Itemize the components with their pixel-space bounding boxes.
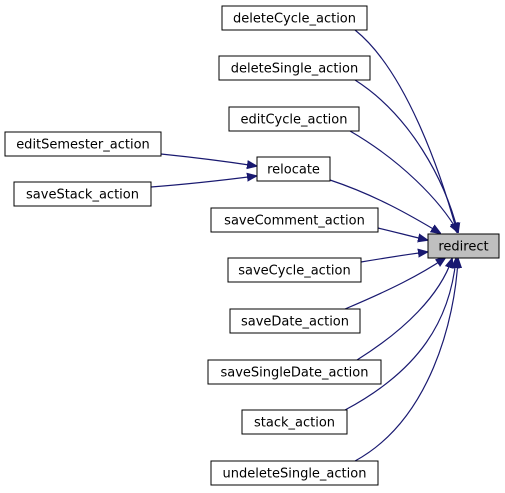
node-box[interactable]: [218, 55, 371, 81]
node-box[interactable]: [221, 5, 368, 31]
node-saveComment_action[interactable]: saveComment_action: [210, 207, 379, 233]
node-undeleteSingle_action[interactable]: undeleteSingle_action: [210, 460, 379, 486]
node-stack_action[interactable]: stack_action: [241, 409, 348, 435]
node-box[interactable]: [207, 359, 382, 385]
node-label: deleteCycle_action: [233, 12, 356, 27]
node-box[interactable]: [4, 131, 162, 157]
node-relocate[interactable]: relocate: [256, 156, 331, 182]
node-editCycle_action[interactable]: editCycle_action: [228, 106, 360, 132]
node-box[interactable]: [241, 409, 348, 435]
edge-saveDate_action-to-redirect: [344, 258, 445, 310]
node-saveDate_action[interactable]: saveDate_action: [229, 308, 361, 334]
node-box[interactable]: [228, 106, 360, 132]
edge-saveSingleDate_action-to-redirect: [356, 259, 452, 361]
node-label: deleteSingle_action: [231, 62, 358, 77]
node-label: editCycle_action: [240, 113, 347, 128]
node-editSemester_action[interactable]: editSemester_action: [4, 131, 162, 157]
edge-stack_action-to-redirect: [344, 259, 456, 411]
edge-saveCycle_action-to-redirect: [360, 252, 427, 263]
node-box[interactable]: [13, 181, 152, 207]
edge-relocate-to-redirect: [329, 179, 440, 233]
node-box[interactable]: [427, 233, 500, 259]
edge-deleteCycle_action-to-redirect: [354, 29, 457, 232]
node-redirect[interactable]: redirect: [427, 233, 500, 259]
node-saveStack_action[interactable]: saveStack_action: [13, 181, 152, 207]
edge-saveComment_action-to-redirect: [377, 227, 427, 240]
node-label: saveDate_action: [241, 315, 349, 330]
nodes-layer: deleteCycle_action deleteSingle_actionedi…: [4, 5, 500, 486]
edge-saveStack_action-to-relocate: [150, 176, 256, 188]
edges-layer: [150, 29, 458, 462]
node-deleteSingle_action[interactable]: deleteSingle_action: [218, 55, 371, 81]
node-box[interactable]: [210, 460, 379, 486]
node-label: saveSingleDate_action: [221, 366, 369, 381]
node-label: relocate: [267, 163, 320, 178]
edge-editCycle_action-to-redirect: [349, 130, 458, 232]
node-label: redirect: [438, 240, 488, 255]
edge-deleteSingle_action-to-redirect: [354, 79, 458, 232]
edge-undeleteSingle_action-to-redirect: [354, 259, 458, 462]
node-saveSingleDate_action[interactable]: saveSingleDate_action: [207, 359, 382, 385]
node-box[interactable]: [210, 207, 379, 233]
node-box[interactable]: [229, 308, 361, 334]
node-box[interactable]: [227, 257, 362, 283]
node-deleteCycle_action[interactable]: deleteCycle_action: [221, 5, 368, 31]
node-label: saveCycle_action: [238, 264, 350, 279]
node-label: undeleteSingle_action: [223, 467, 367, 482]
edge-editSemester_action-to-relocate: [160, 153, 256, 166]
node-label: editSemester_action: [16, 138, 150, 153]
node-label: stack_action: [254, 416, 335, 431]
node-label: saveStack_action: [26, 188, 139, 203]
node-box[interactable]: [256, 156, 331, 182]
node-label: saveComment_action: [224, 214, 365, 229]
node-saveCycle_action[interactable]: saveCycle_action: [227, 257, 362, 283]
